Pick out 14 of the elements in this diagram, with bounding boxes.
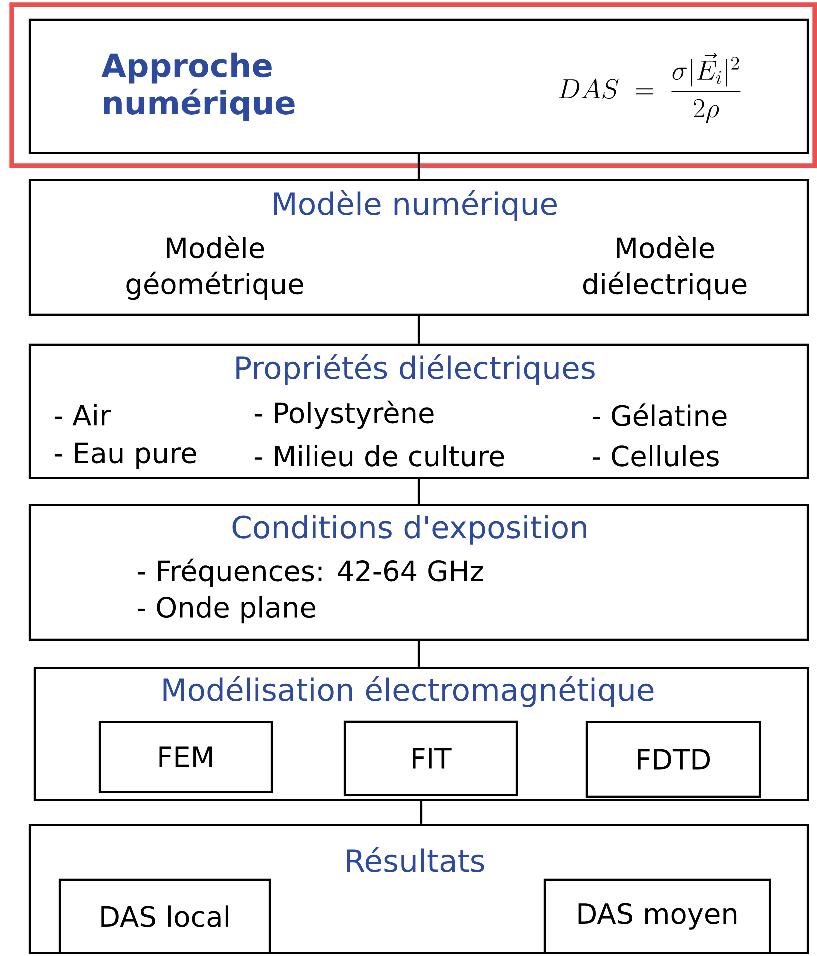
process-box: Modèle numérique Modèle géométrique Modèle diélectrique <box>28 178 810 316</box>
process-box: Propriétés diélectriques - Air - Polystyrène - Gélatine - Eau pure - Milieu de culture - Cellules <box>28 344 810 480</box>
method-box: DAS moyen <box>544 878 772 954</box>
process-box: Approche numérique $DAS \;=\; \frac{\sigma|\vec{E}_i|^2}{2\rho}$ <box>28 18 810 154</box>
method-box: FIT <box>344 720 518 796</box>
connector-line <box>418 641 420 667</box>
process-box: Conditions d'exposition - Fréquences: 42-64 GHz - Onde plane <box>28 504 810 642</box>
method-box: DAS local <box>58 878 272 954</box>
connector-line <box>418 154 420 179</box>
connector-line <box>418 479 420 504</box>
connector-line <box>420 801 423 824</box>
connector-line <box>418 316 420 344</box>
method-box: FDTD <box>586 720 762 798</box>
method-box: FEM <box>98 720 274 794</box>
